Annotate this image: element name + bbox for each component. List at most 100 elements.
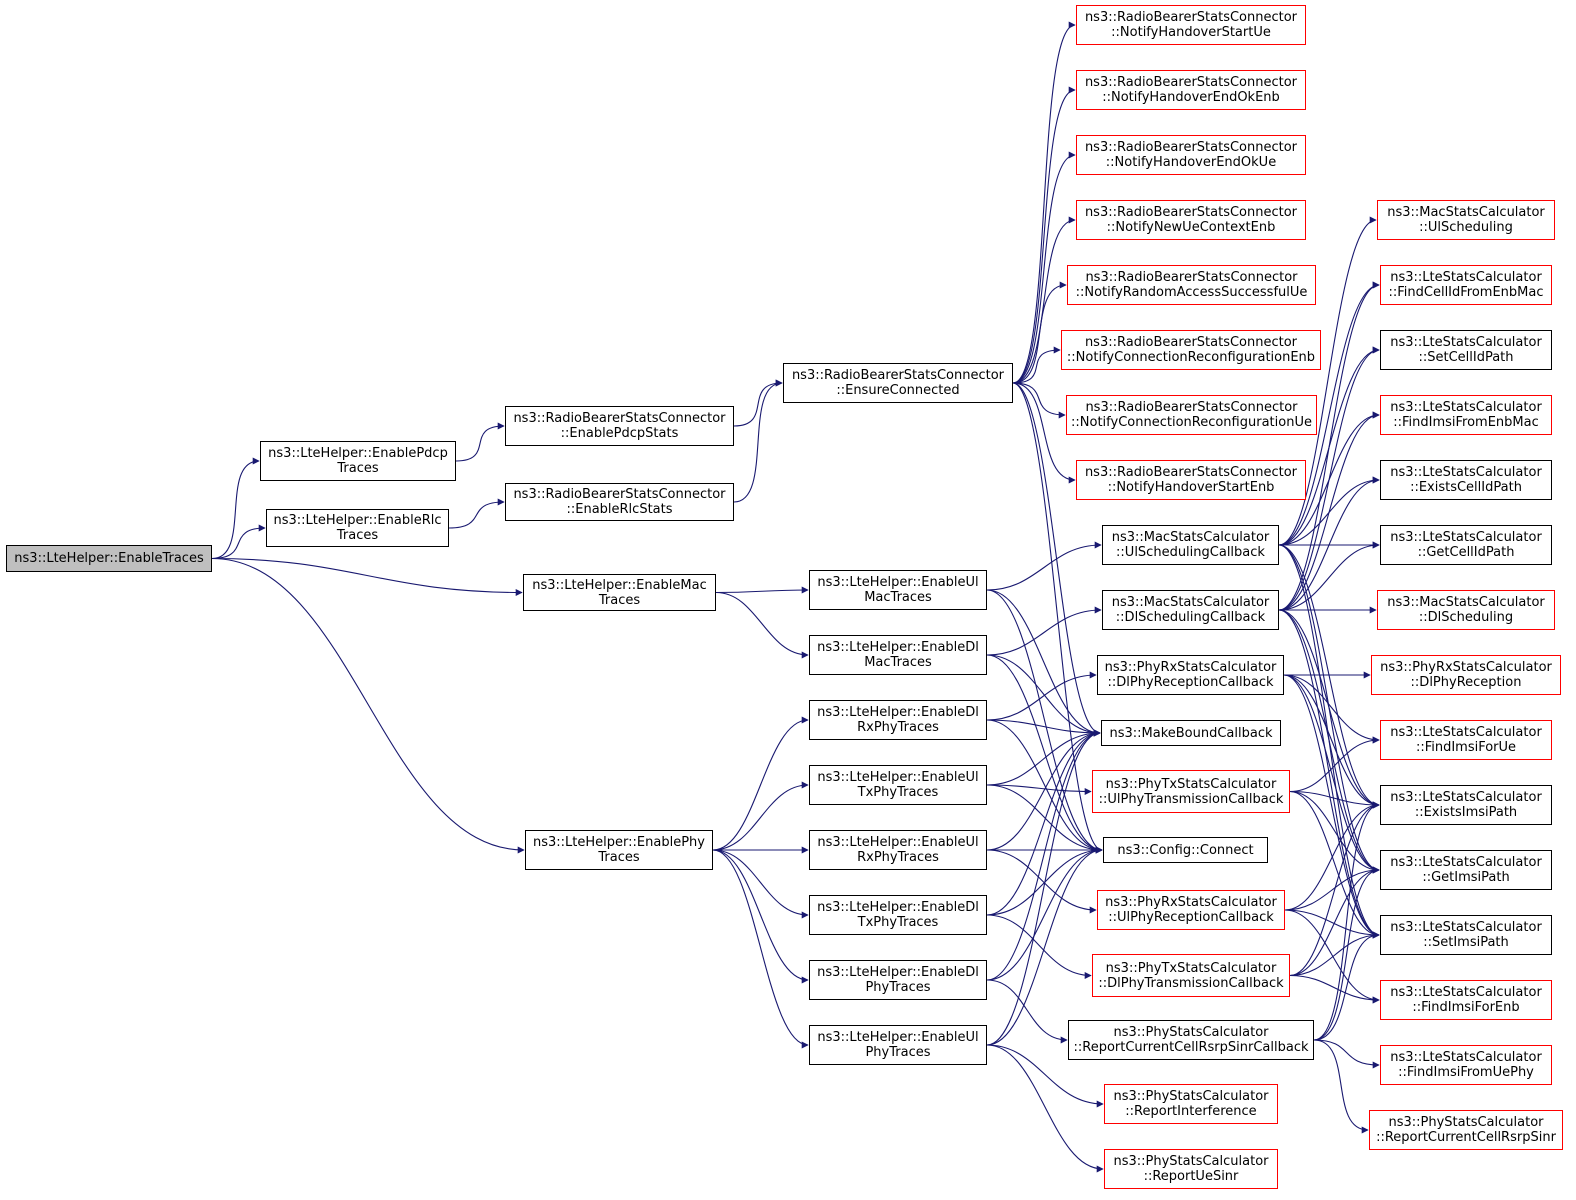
edge-ensure-to-ho-start-ue — [1012, 21, 1076, 384]
node-label-line: ::EnsureConnected — [836, 383, 960, 398]
node-label-line: ns3::LteStatsCalculator — [1390, 855, 1542, 870]
node-dl-phy-tx-cb[interactable]: ns3::PhyTxStatsCalculator::DlPhyTransmis… — [1092, 954, 1290, 997]
node-find-cell-enbmac[interactable]: ns3::LteStatsCalculator::FindCellIdFromE… — [1380, 265, 1552, 305]
node-dl-sched[interactable]: ns3::MacStatsCalculator::DlScheduling — [1377, 590, 1555, 630]
node-ho-start-enb[interactable]: ns3::RadioBearerStatsConnector::NotifyHa… — [1076, 460, 1306, 500]
node-ul-phy-rx-cb[interactable]: ns3::PhyRxStatsCalculator::UlPhyReceptio… — [1097, 890, 1285, 930]
node-label-line: ns3::PhyStatsCalculator — [1113, 1154, 1269, 1169]
node-ho-end-enb[interactable]: ns3::RadioBearerStatsConnector::NotifyHa… — [1076, 70, 1306, 110]
node-config-connect[interactable]: ns3::Config::Connect — [1103, 837, 1268, 863]
node-label-line: ns3::RadioBearerStatsConnector — [1084, 465, 1298, 480]
node-label-line: ns3::LteStatsCalculator — [1390, 725, 1542, 740]
node-make-bound[interactable]: ns3::MakeBoundCallback — [1101, 720, 1281, 746]
node-label-line: ::EnableRlcStats — [566, 502, 673, 517]
node-label-line: ::FindImsiForUe — [1415, 740, 1517, 755]
node-label-line: ::ExistsCellIdPath — [1410, 480, 1522, 495]
node-label-line: MacTraces — [864, 655, 932, 670]
edge-dl-phy-rx-cb-to-set-imsi-path — [1283, 674, 1380, 939]
node-conn-reconf-ue[interactable]: ns3::RadioBearerStatsConnector::NotifyCo… — [1066, 395, 1317, 435]
edge-ul-phy-tx-cb-to-get-imsi-path — [1289, 790, 1380, 874]
node-rlcstats[interactable]: ns3::RadioBearerStatsConnector::EnableRl… — [505, 483, 734, 521]
node-report-interf[interactable]: ns3::PhyStatsCalculator::ReportInterfere… — [1104, 1084, 1278, 1124]
node-new-ue-ctx[interactable]: ns3::RadioBearerStatsConnector::NotifyNe… — [1076, 200, 1306, 240]
edge-dl-sched-cb-to-find-imsi-enbmac — [1278, 411, 1380, 611]
node-find-imsi-uephy[interactable]: ns3::LteStatsCalculator::FindImsiFromUeP… — [1380, 1045, 1552, 1085]
edge-ul-rxphy-to-make-bound — [986, 729, 1101, 851]
edge-ensure-to-ho-end-ue — [1012, 151, 1076, 384]
edge-root-to-pdcp — [211, 457, 260, 560]
node-pdcpstats[interactable]: ns3::RadioBearerStatsConnector::EnablePd… — [505, 406, 734, 446]
node-label-line: ::ReportCurrentCellRsrpSinrCallback — [1073, 1040, 1309, 1055]
node-get-cell-path[interactable]: ns3::LteStatsCalculator::GetCellIdPath — [1380, 525, 1552, 565]
node-label-line: ::NotifyHandoverEndOkUe — [1105, 155, 1277, 170]
node-label-line: ns3::PhyRxStatsCalculator — [1380, 660, 1552, 675]
node-rsrp-sinr-cb[interactable]: ns3::PhyStatsCalculator::ReportCurrentCe… — [1068, 1020, 1314, 1060]
edge-ul-mac-to-make-bound — [986, 589, 1101, 737]
node-dl-phy-rx-cb[interactable]: ns3::PhyRxStatsCalculator::DlPhyReceptio… — [1097, 655, 1284, 695]
node-set-imsi-path[interactable]: ns3::LteStatsCalculator::SetImsiPath — [1380, 915, 1552, 955]
node-report-rsrp-sinr[interactable]: ns3::PhyStatsCalculator::ReportCurrentCe… — [1369, 1110, 1563, 1150]
node-set-cell-path[interactable]: ns3::LteStatsCalculator::SetCellIdPath — [1380, 330, 1552, 370]
node-label-line: ns3::LteHelper::EnableMac — [532, 577, 707, 593]
node-label-line: ::NotifyHandoverStartEnb — [1107, 480, 1275, 495]
node-label-line: ns3::LteStatsCalculator — [1390, 400, 1542, 415]
node-exists-imsi-path[interactable]: ns3::LteStatsCalculator::ExistsImsiPath — [1380, 785, 1552, 825]
edge-dl-sched-cb-to-exists-imsi-path — [1278, 609, 1380, 809]
node-find-imsi-enb[interactable]: ns3::LteStatsCalculator::FindImsiForEnb — [1380, 980, 1552, 1020]
node-label-line: ::UlPhyReceptionCallback — [1108, 910, 1274, 925]
node-label-line: ns3::PhyStatsCalculator — [1388, 1115, 1544, 1130]
node-dl-phy-reception[interactable]: ns3::PhyRxStatsCalculator::DlPhyReceptio… — [1371, 655, 1561, 695]
edge-mac-to-dl-mac — [715, 591, 809, 659]
edge-dl-sched-cb-to-exists-cell-path — [1278, 476, 1380, 611]
node-find-imsi-enbmac[interactable]: ns3::LteStatsCalculator::FindImsiFromEnb… — [1380, 395, 1552, 435]
edge-pdcpstats-to-ensure — [733, 379, 783, 427]
node-label-line: ns3::LteStatsCalculator — [1390, 1050, 1542, 1065]
edge-phy-to-dl-phy — [712, 849, 809, 984]
node-report-ue-sinr[interactable]: ns3::PhyStatsCalculator::ReportUeSinr — [1104, 1149, 1278, 1189]
node-label-line: ns3::Config::Connect — [1117, 842, 1254, 858]
node-label-line: ns3::PhyRxStatsCalculator — [1105, 895, 1277, 910]
edge-ul-rxphy-to-ul-phy-rx-cb — [986, 849, 1097, 914]
edge-rlc-to-rlcstats — [448, 498, 505, 529]
node-ul-sched[interactable]: ns3::MacStatsCalculator::UlScheduling — [1377, 200, 1555, 240]
node-label-line: ns3::RadioBearerStatsConnector — [1084, 75, 1298, 90]
node-label-line: ::SetCellIdPath — [1418, 350, 1514, 365]
node-find-imsi-ue[interactable]: ns3::LteStatsCalculator::FindImsiForUe — [1380, 720, 1552, 760]
node-label-line: ns3::LteHelper::EnableRlc — [273, 513, 442, 528]
edge-dl-mac-to-config-connect — [986, 654, 1103, 854]
node-rach-ok[interactable]: ns3::RadioBearerStatsConnector::NotifyRa… — [1067, 265, 1316, 305]
edge-dl-mac-to-dl-sched-cb — [986, 606, 1102, 656]
edge-ensure-to-conn-reconf-enb — [1012, 346, 1061, 384]
edge-root-to-phy — [211, 557, 525, 854]
node-conn-reconf-enb[interactable]: ns3::RadioBearerStatsConnector::NotifyCo… — [1061, 330, 1321, 370]
edge-dl-sched-cb-to-set-imsi-path — [1278, 609, 1380, 939]
edge-pdcp-to-pdcpstats — [455, 422, 505, 462]
node-label-line: ns3::RadioBearerStatsConnector — [1085, 270, 1298, 285]
edge-dl-phy-to-make-bound — [986, 729, 1101, 981]
node-ho-end-ue[interactable]: ns3::RadioBearerStatsConnector::NotifyHa… — [1076, 135, 1306, 175]
node-label-line: ::DlScheduling — [1418, 610, 1514, 625]
node-exists-cell-path[interactable]: ns3::LteStatsCalculator::ExistsCellIdPat… — [1380, 460, 1552, 500]
node-dl-sched-cb[interactable]: ns3::MacStatsCalculator::DlSchedulingCal… — [1102, 590, 1279, 630]
node-label-line: RxPhyTraces — [857, 720, 939, 735]
node-root[interactable]: ns3::LteHelper::EnableTraces — [6, 545, 212, 572]
node-get-imsi-path[interactable]: ns3::LteStatsCalculator::GetImsiPath — [1380, 850, 1552, 890]
node-ensure[interactable]: ns3::RadioBearerStatsConnector::EnsureCo… — [783, 363, 1013, 403]
node-ho-start-ue[interactable]: ns3::RadioBearerStatsConnector::NotifyHa… — [1076, 5, 1306, 45]
node-label-line: ns3::LteHelper::EnableDl — [817, 900, 979, 915]
node-ul-phy-tx-cb[interactable]: ns3::PhyTxStatsCalculator::UlPhyTransmis… — [1092, 770, 1290, 813]
node-ul-sched-cb[interactable]: ns3::MacStatsCalculator::UlSchedulingCal… — [1102, 525, 1279, 565]
